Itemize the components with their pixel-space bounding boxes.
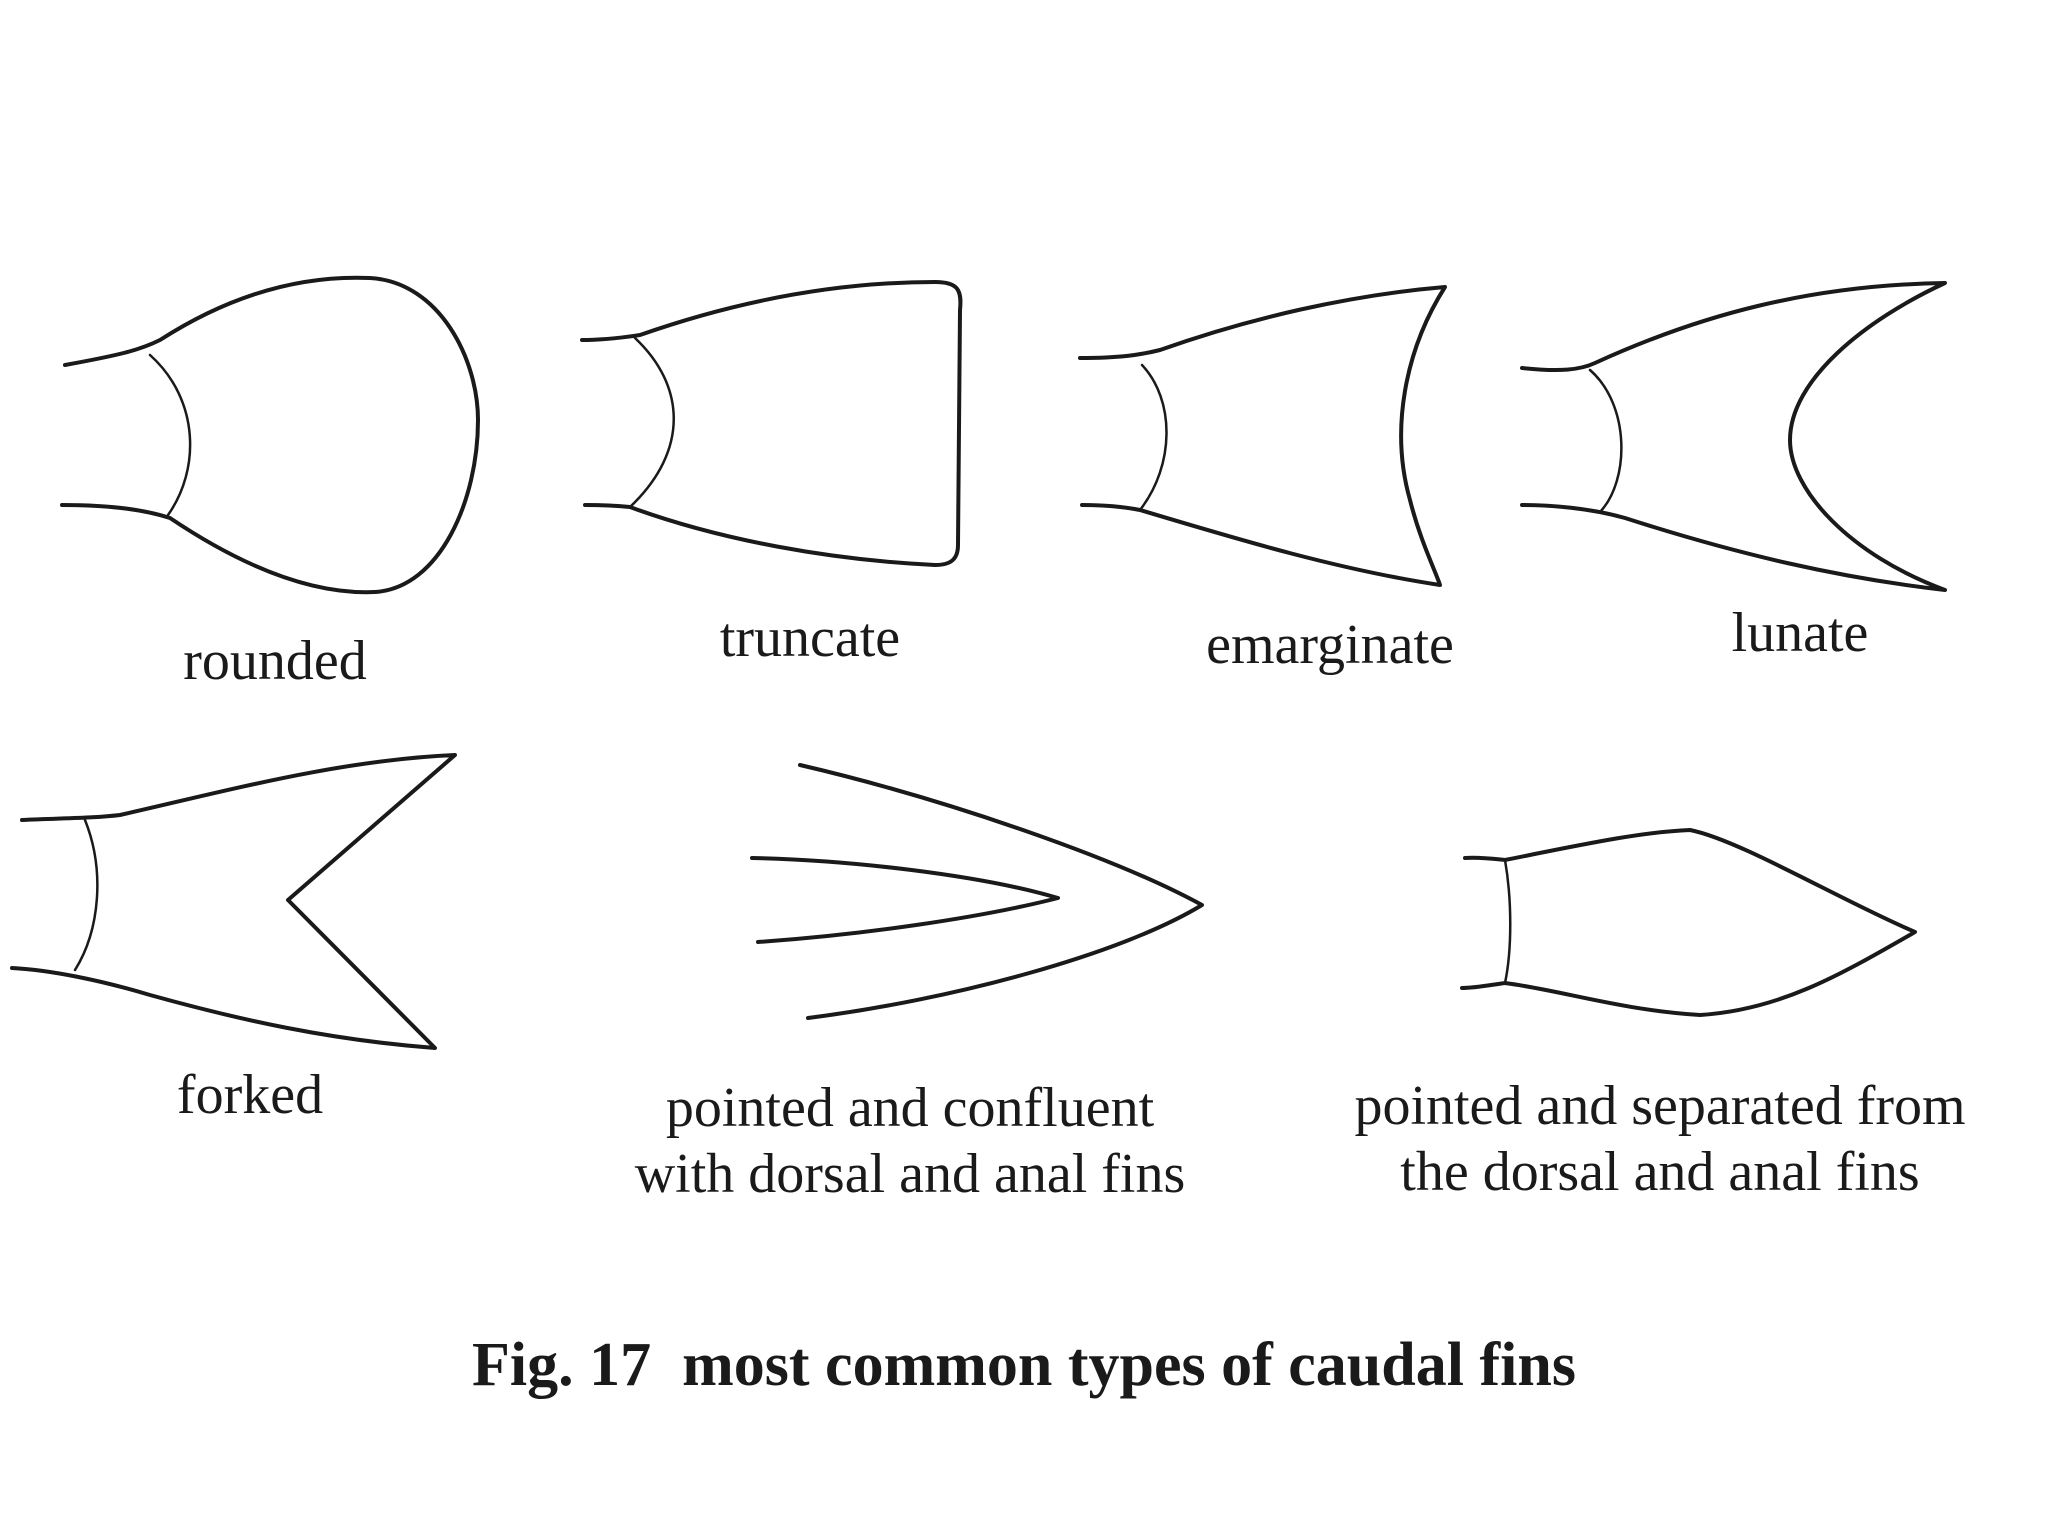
fin-label-pointed-separated: pointed and separated from the dorsal an… [1300,1073,2020,1205]
label-line: the dorsal and anal fins [1400,1141,1920,1203]
lunate-fin-drawing [1520,281,1947,592]
label-line: forked [176,1064,324,1126]
fin-label-emarginate: emarginate [1170,612,1490,678]
pointed-separated-fin-drawing [1460,828,1917,1017]
fin-label-pointed-confluent: pointed and confluent with dorsal and an… [590,1075,1230,1207]
pointed-confluent-fin-drawing [750,763,1204,1020]
label-line: with dorsal and anal fins [634,1143,1186,1205]
label-line: pointed and separated from [1354,1075,1966,1137]
emarginate-fin-drawing [1078,285,1447,587]
figure-caption: Fig. 17 most common types of caudal fins [472,1331,1576,1399]
label-line: pointed and confluent [665,1077,1155,1139]
rounded-fin-drawing [60,275,480,595]
fin-label-forked: forked [140,1062,360,1128]
fin-label-lunate: lunate [1700,600,1900,666]
label-line: emarginate [1206,614,1454,676]
forked-fin-drawing [10,753,457,1050]
label-line: rounded [183,630,367,692]
fin-label-rounded: rounded [150,628,400,694]
label-line: truncate [719,607,901,669]
label-line: lunate [1731,602,1869,664]
truncate-fin-drawing [580,280,963,567]
fin-label-truncate: truncate [680,605,940,671]
